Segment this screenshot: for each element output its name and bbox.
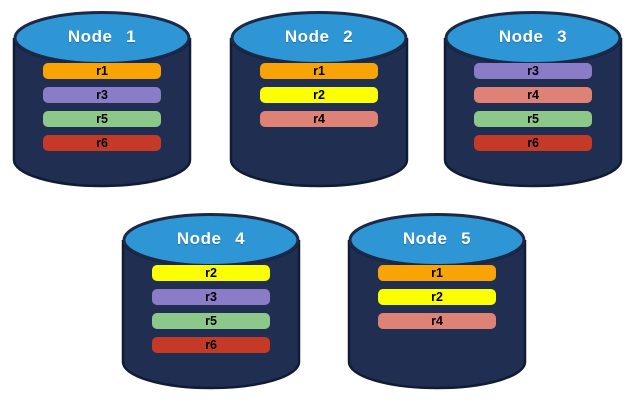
node-title: Node 3 [498,27,568,46]
node-title: Node 5 [402,229,472,248]
node-title: Node 2 [284,27,354,46]
replica-list: r1 r2 r4 [260,63,378,135]
replica-bar-r4: r4 [378,313,496,329]
replica-bar-r6: r6 [43,135,161,151]
replica-bar-r2: r2 [152,265,270,281]
replica-list: r2 r3 r5 r6 [152,265,270,361]
replica-bar-r4: r4 [474,87,592,103]
replica-list: r1 r3 r5 r6 [43,63,161,159]
replica-bar-r1: r1 [43,63,161,79]
replica-bar-r1: r1 [378,265,496,281]
replica-bar-r5: r5 [474,111,592,127]
db-node-3: Node 3 r3 r4 r5 r6 [443,8,623,190]
replica-bar-r1: r1 [260,63,378,79]
db-node-2: Node 2 r1 r2 r4 [229,8,409,190]
replica-bar-r6: r6 [474,135,592,151]
replica-bar-r2: r2 [378,289,496,305]
replica-list: r3 r4 r5 r6 [474,63,592,159]
replica-bar-r5: r5 [43,111,161,127]
replica-bar-r3: r3 [474,63,592,79]
db-node-5: Node 5 r1 r2 r4 [347,210,527,392]
replica-bar-r3: r3 [43,87,161,103]
replica-bar-r5: r5 [152,313,270,329]
replica-list: r1 r2 r4 [378,265,496,337]
node-title: Node 1 [67,27,137,46]
replica-bar-r4: r4 [260,111,378,127]
node-title: Node 4 [176,229,246,248]
replica-bar-r3: r3 [152,289,270,305]
db-node-4: Node 4 r2 r3 r5 r6 [121,210,301,392]
replica-bar-r2: r2 [260,87,378,103]
replica-bar-r6: r6 [152,337,270,353]
db-node-1: Node 1 r1 r3 r5 r6 [12,8,192,190]
